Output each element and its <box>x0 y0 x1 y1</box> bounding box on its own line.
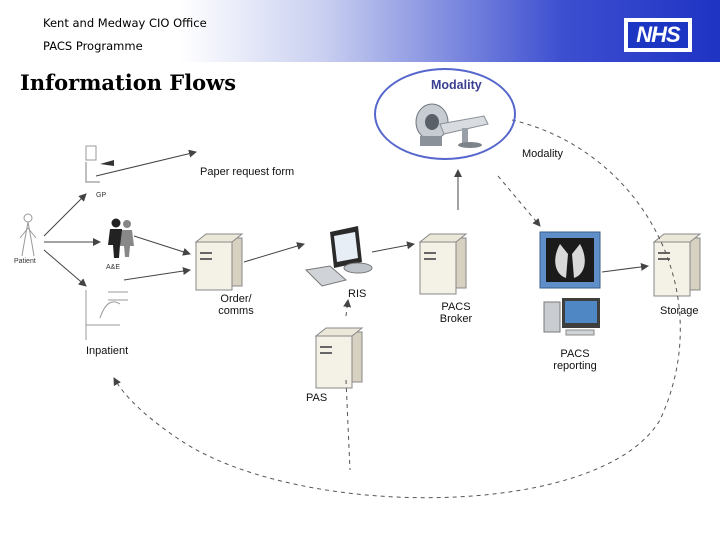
modality-label: Modality <box>522 148 563 160</box>
pas-server-icon <box>314 327 364 389</box>
pacs-broker-label-line2: Broker <box>439 313 473 325</box>
patient-label: Patient <box>14 258 36 265</box>
ris-label: RIS <box>348 288 367 300</box>
pacs-reporting-label-line2: reporting <box>553 360 597 372</box>
pacs-reporting-workstation-icon <box>543 298 600 336</box>
order-comms-label-line1: Order/ <box>220 293 252 305</box>
order-comms-label-line2: comms <box>218 305 254 317</box>
order-comms-server-icon <box>194 233 244 291</box>
pacs-broker-label-line1: PACS <box>441 301 471 313</box>
nhs-logo-text: NHS <box>628 22 688 48</box>
programme-name: PACS Programme <box>43 39 143 53</box>
modality-callout-label: Modality <box>431 78 482 92</box>
ris-workstation-icon <box>304 226 373 287</box>
organisation-name: Kent and Medway CIO Office <box>43 16 207 30</box>
inpatient-label: Inpatient <box>86 345 129 357</box>
page-title: Information Flows <box>20 70 237 95</box>
ae-people-icon <box>108 218 134 258</box>
ae-label: A&E <box>106 264 121 271</box>
pacs-reporting-label: PACS reporting <box>541 348 609 372</box>
storage-server-icon <box>652 233 702 297</box>
pacs-broker-server-icon <box>418 233 468 295</box>
gp-label: GP <box>96 192 107 199</box>
storage-label: Storage <box>660 305 699 317</box>
patient-icon <box>19 213 37 257</box>
flow-arrows <box>43 149 649 287</box>
header-banner: Kent and Medway CIO Office PACS Programm… <box>0 0 720 62</box>
gp-icon <box>85 145 114 183</box>
paper-request-form-label: Paper request form <box>200 166 295 178</box>
pacs-broker-label: PACS Broker <box>424 301 488 325</box>
order-comms-label: Order/ comms <box>204 293 268 317</box>
nhs-logo: NHS <box>624 18 692 52</box>
xray-monitor-icon <box>539 231 601 289</box>
modality-callout-ellipse <box>374 68 516 160</box>
dashed-flow-arrows <box>113 119 681 499</box>
pas-label: PAS <box>306 392 328 404</box>
pacs-reporting-label-line1: PACS <box>560 348 590 360</box>
inpatient-bed-icon <box>85 290 128 340</box>
